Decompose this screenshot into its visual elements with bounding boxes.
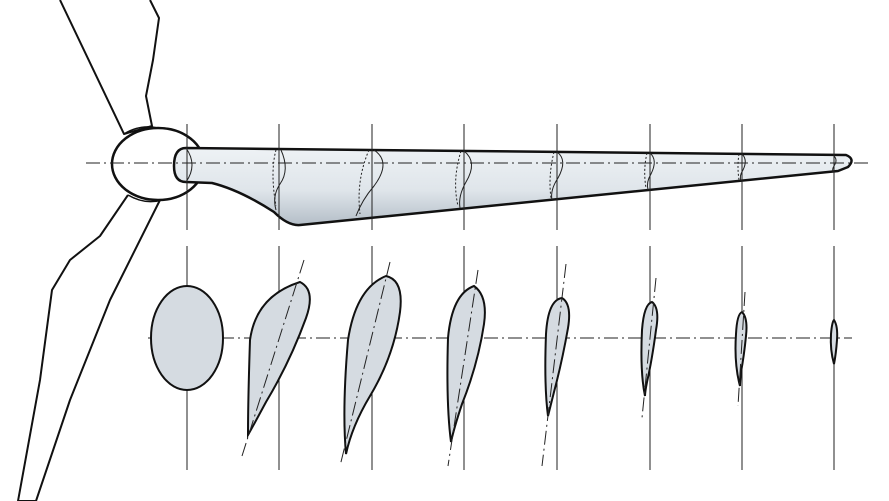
planform-section-mark-8 — [832, 155, 837, 173]
section-7-chord-line — [737, 291, 746, 407]
planform-hidden-mark-6 — [644, 152, 648, 189]
upper-rotor-blade — [59, 0, 160, 135]
section-2-chord-line — [241, 259, 305, 457]
section-3-chord-line — [339, 261, 391, 467]
section-1-root-circle — [150, 285, 224, 391]
section-4-chord-line — [447, 269, 479, 467]
planform-hidden-mark-4 — [455, 150, 462, 207]
planform-section-mark-2 — [274, 149, 286, 211]
planform-hidden-mark-3 — [358, 149, 370, 215]
section-8-airfoil — [829, 318, 839, 365]
planform-section-mark-5 — [551, 151, 564, 201]
planform-section-marks — [272, 149, 837, 217]
planform-section-mark-7 — [739, 153, 746, 182]
section-5-chord-line — [541, 263, 567, 467]
planform-section-mark-4 — [459, 150, 472, 209]
cross-sections — [150, 259, 839, 467]
planform-hidden-mark-5 — [549, 151, 555, 199]
planform-hidden-mark-7 — [737, 153, 740, 181]
blade-root-end — [185, 147, 193, 183]
main-blade-planform — [172, 146, 853, 227]
section-3-airfoil — [343, 274, 402, 455]
planform-section-mark-3 — [355, 149, 384, 217]
section-6-airfoil — [640, 300, 659, 397]
planform-hidden-mark-2 — [272, 149, 277, 207]
section-2-airfoil — [246, 280, 311, 439]
lower-rotor-blade — [17, 194, 161, 501]
section-4-airfoil — [446, 284, 486, 443]
planform-section-mark-6 — [646, 152, 655, 191]
